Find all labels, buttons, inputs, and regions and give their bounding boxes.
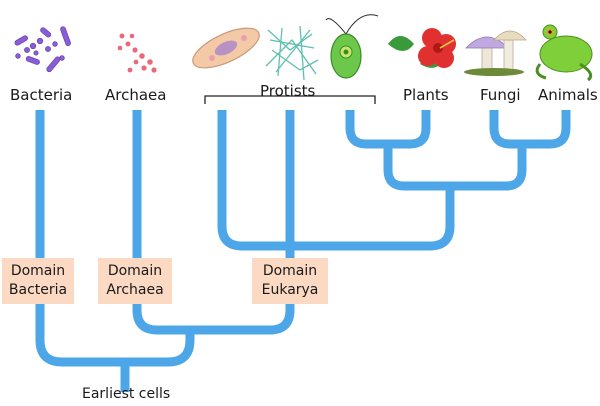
- branch-bacteria: [35, 110, 195, 367]
- bacteria-cells-icon: [14, 26, 71, 73]
- hibiscus-icon: [388, 28, 456, 68]
- filamentous-alga-icon: [265, 25, 319, 81]
- archaea-cells-icon: [117, 33, 157, 73]
- domain-archaea-box: Domain Archaea: [98, 258, 172, 304]
- mushrooms-icon: [464, 30, 527, 76]
- protists-bracket: [204, 95, 376, 104]
- branch-archaea-eukarya: [132, 110, 295, 335]
- label-archaea: Archaea: [105, 86, 167, 104]
- domain-bacteria-label: Domain Bacteria: [8, 263, 68, 298]
- domain-bacteria-box: Domain Bacteria: [2, 258, 74, 304]
- domain-archaea-label: Domain Archaea: [106, 263, 164, 298]
- frog-icon: [535, 24, 593, 82]
- label-plants: Plants: [403, 86, 449, 104]
- branch-fungi-animals: [489, 110, 571, 149]
- domain-eukarya-box: Domain Eukarya: [252, 258, 328, 304]
- branch-protist-1: [217, 110, 455, 251]
- branch-plants-stem: [383, 144, 527, 191]
- label-animals: Animals: [538, 86, 598, 104]
- label-fungi: Fungi: [480, 86, 521, 104]
- domain-eukarya-label: Domain Eukarya: [261, 263, 319, 298]
- label-protists: Protists: [260, 82, 316, 100]
- label-bacteria: Bacteria: [10, 86, 73, 104]
- label-earliest-cells: Earliest cells: [82, 386, 171, 402]
- branch-plants: [345, 110, 431, 149]
- green-alga-icon: [325, 14, 379, 79]
- paramecium-icon: [192, 27, 260, 69]
